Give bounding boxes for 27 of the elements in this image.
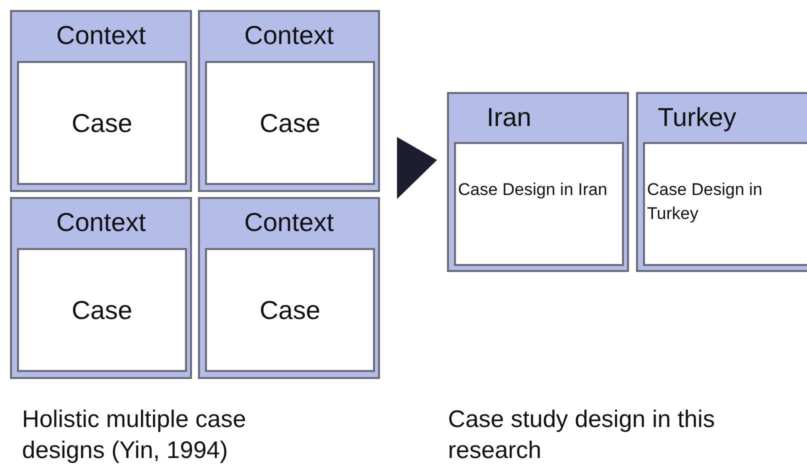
panel-heading: Context [243,206,335,239]
case-text: Case Design in Turkey [646,179,764,225]
panel-heading: Context [55,206,147,239]
case-box [17,248,187,372]
triangle-arrow [397,137,437,199]
panel-heading: Context [55,19,147,52]
case-box [454,142,624,266]
case-text: Case [260,108,320,138]
caption: Case study design in this research [448,405,716,466]
case-box [643,142,807,266]
context-panel [198,197,380,379]
context-panel [10,10,192,192]
caption: Holistic multiple case designs (Yin, 1994) [22,405,248,466]
panel-heading: Context [243,19,335,52]
context-panel [10,197,192,379]
case-box [17,61,187,185]
case-text: Case [72,295,132,325]
panel-heading: Turkey [656,101,738,134]
case-text: Case Design in Iran [457,179,608,201]
case-box [205,248,375,372]
panel-heading: Iran [486,101,532,134]
context-panel [636,92,807,272]
case-box [205,61,375,185]
case-text: Case [260,295,320,325]
context-panel [447,92,629,272]
case-text: Case [72,108,132,138]
context-panel [198,10,380,192]
